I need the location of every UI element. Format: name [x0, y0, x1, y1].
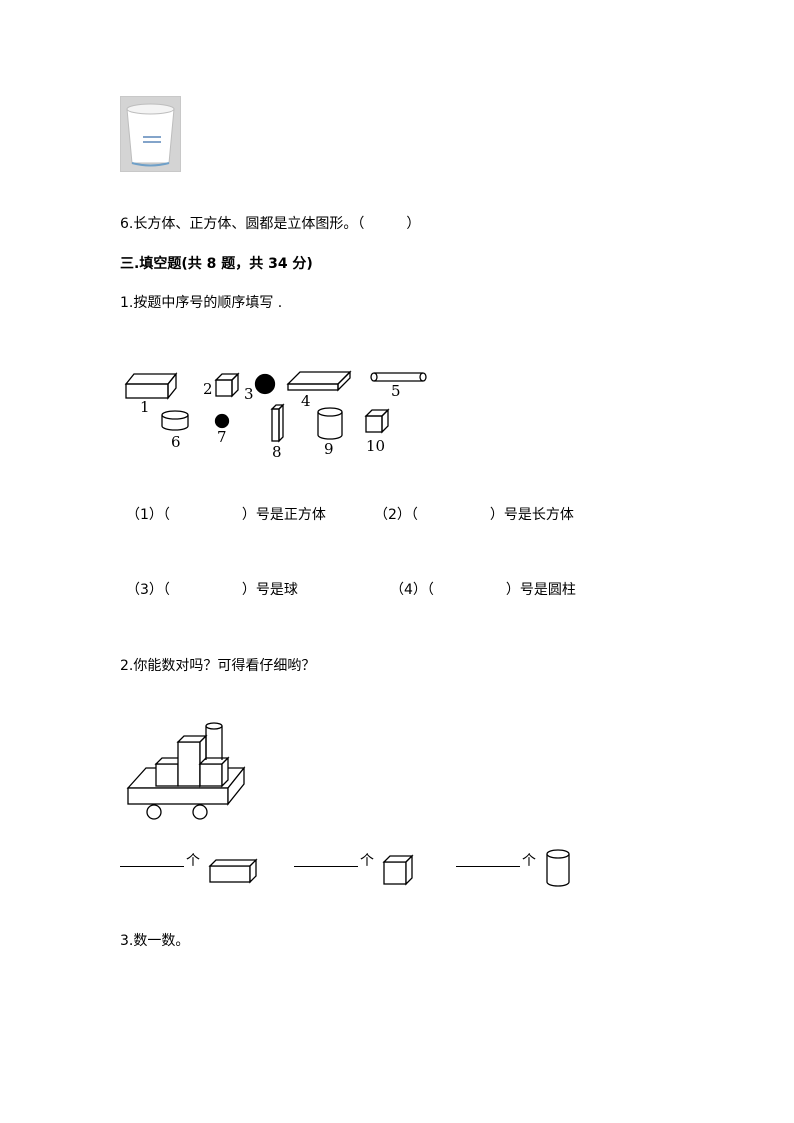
answer-row-1: （1）（ ）号是正方体	[126, 504, 326, 524]
flat-cuboid-4-icon	[286, 370, 352, 392]
unit-label-cube: 个	[360, 853, 374, 869]
shape-label-6: 6	[171, 433, 181, 451]
answer-2-tail: ）号是长方体	[489, 507, 574, 523]
short-cylinder-6-icon	[161, 410, 189, 431]
count-blank-cylinder[interactable]	[456, 866, 520, 867]
count-blank-cuboid[interactable]	[120, 866, 184, 867]
shape-label-7: 7	[217, 428, 227, 446]
question-3-prompt: 3.数一数。	[120, 933, 190, 949]
count-item-cube: 个	[294, 846, 424, 886]
question-6: 6.长方体、正方体、圆都是立体图形。（ ）	[120, 216, 421, 232]
block-cart-figure	[126, 722, 246, 820]
answer-4-number: （4）（	[390, 582, 434, 598]
answer-row-4: （4）（ ）号是圆柱	[390, 579, 576, 599]
answer-row-3: （3）（ ）号是球	[126, 579, 298, 599]
answer-3-number: （3）（	[126, 582, 170, 598]
unit-label-cuboid: 个	[186, 853, 200, 869]
cuboid-1-icon	[124, 372, 178, 400]
answer-1-number: （1）（	[126, 507, 170, 523]
answer-2-number: （2）（	[374, 507, 418, 523]
count-blank-cube[interactable]	[294, 866, 358, 867]
question-1-prompt: 1.按题中序号的顺序填写 .	[120, 295, 283, 311]
shape-label-1: 1	[140, 398, 150, 416]
sphere-3-icon	[254, 373, 276, 395]
answer-row-2: （2）（ ）号是长方体	[374, 504, 574, 524]
shape-label-8: 8	[272, 443, 282, 461]
cylinder-icon	[546, 849, 570, 887]
cube-icon	[382, 854, 414, 886]
paper-cup-image	[120, 96, 181, 172]
section-heading: 三.填空题(共 8 题，共 34 分)	[120, 256, 313, 272]
answer-4-tail: ）号是圆柱	[505, 582, 576, 598]
cuboid-icon	[208, 858, 258, 884]
shape-label-9: 9	[324, 440, 334, 458]
shape-label-10: 10	[366, 437, 385, 455]
question-2-prompt: 2.你能数对吗？可得看仔细哟？	[120, 658, 316, 674]
tall-cuboid-8-icon	[270, 403, 285, 443]
count-item-cylinder: 个	[456, 846, 586, 890]
cube-2-icon	[214, 372, 240, 398]
cube-10-icon	[364, 408, 390, 434]
sphere-7-icon	[214, 413, 230, 429]
shape-label-3: 3	[244, 385, 254, 403]
shape-label-5: 5	[391, 382, 401, 400]
cylinder-9-icon	[317, 407, 343, 440]
shapes-figure: 1 2 3 4 5 6 7 8 9 10	[124, 370, 427, 461]
unit-label-cylinder: 个	[522, 853, 536, 869]
answer-3-tail: ）号是球	[241, 582, 298, 598]
shape-label-4: 4	[301, 392, 311, 410]
shape-label-2: 2	[203, 380, 213, 398]
long-cylinder-5-icon	[370, 372, 427, 382]
answer-1-tail: ）号是正方体	[241, 507, 326, 523]
count-item-cuboid: 个	[120, 846, 270, 886]
